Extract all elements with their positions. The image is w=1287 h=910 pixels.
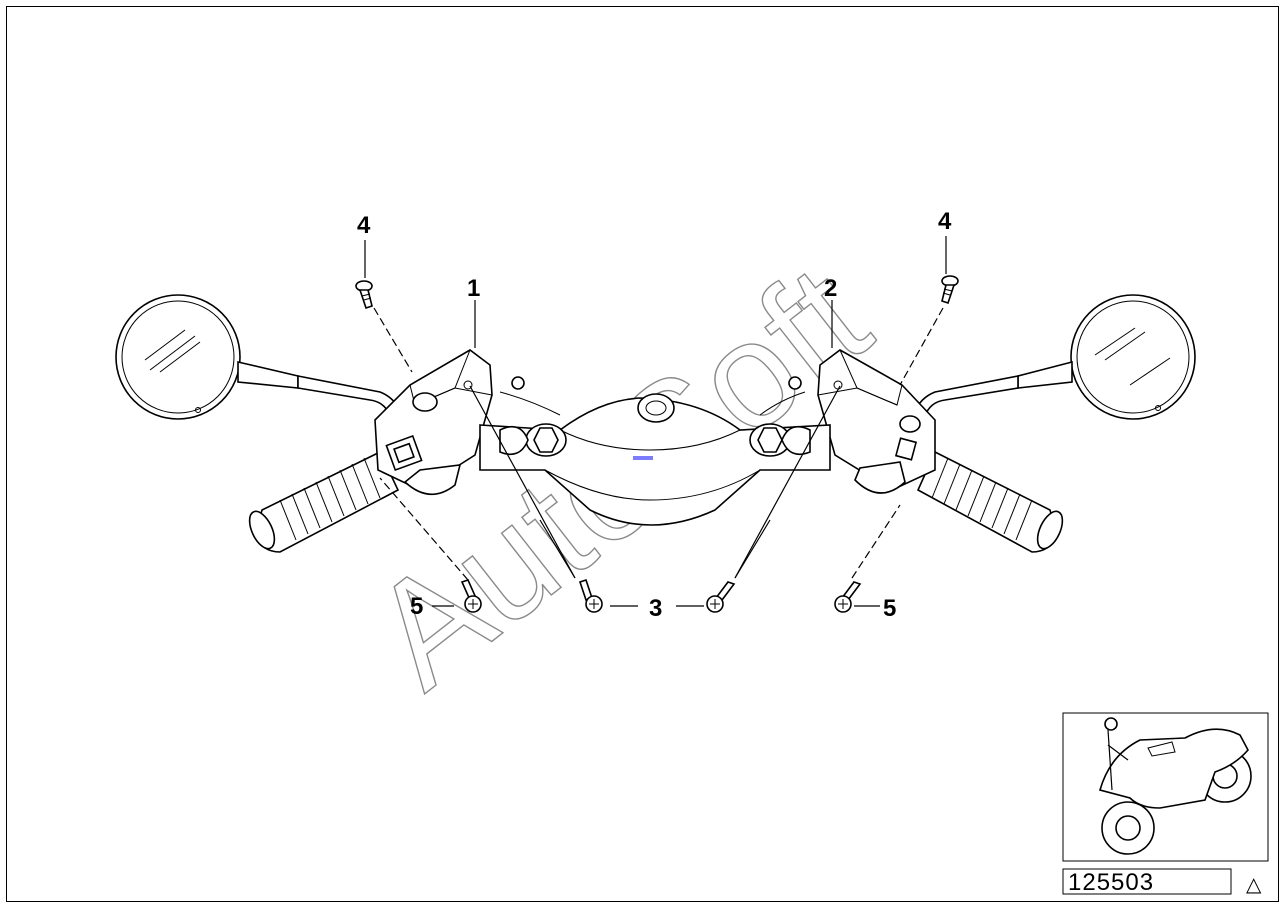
triple-clamp	[479, 376, 831, 526]
left-mirror	[115, 294, 402, 420]
motorcycle-thumbnail	[1062, 712, 1269, 862]
callout-1: 1	[467, 275, 480, 302]
left-switch-housing	[374, 349, 493, 496]
screw-5-left	[460, 579, 482, 613]
callout-5-left: 5	[410, 593, 423, 620]
callout-4-right: 4	[938, 208, 952, 235]
motorcycle-icon	[1099, 717, 1252, 855]
diagram-frame	[6, 6, 1279, 902]
callout-4-left: 4	[357, 212, 371, 239]
reference-number: 125503	[1068, 869, 1154, 896]
screw-3-left	[578, 578, 603, 613]
left-grip	[248, 450, 400, 553]
screw-3-right	[706, 581, 736, 613]
warning-triangle-icon: △	[1246, 872, 1262, 896]
right-switch-housing	[817, 349, 936, 494]
callout-2: 2	[824, 275, 837, 302]
callout-3: 3	[649, 595, 662, 622]
reference-box: 125503	[1062, 868, 1232, 896]
screw-4-left	[355, 280, 373, 310]
screw-4-right	[941, 275, 959, 305]
right-mirror	[913, 294, 1196, 420]
screw-5-right	[834, 581, 862, 613]
leader-lines	[364, 236, 947, 607]
right-grip	[916, 450, 1064, 553]
callout-5-right: 5	[883, 595, 896, 622]
